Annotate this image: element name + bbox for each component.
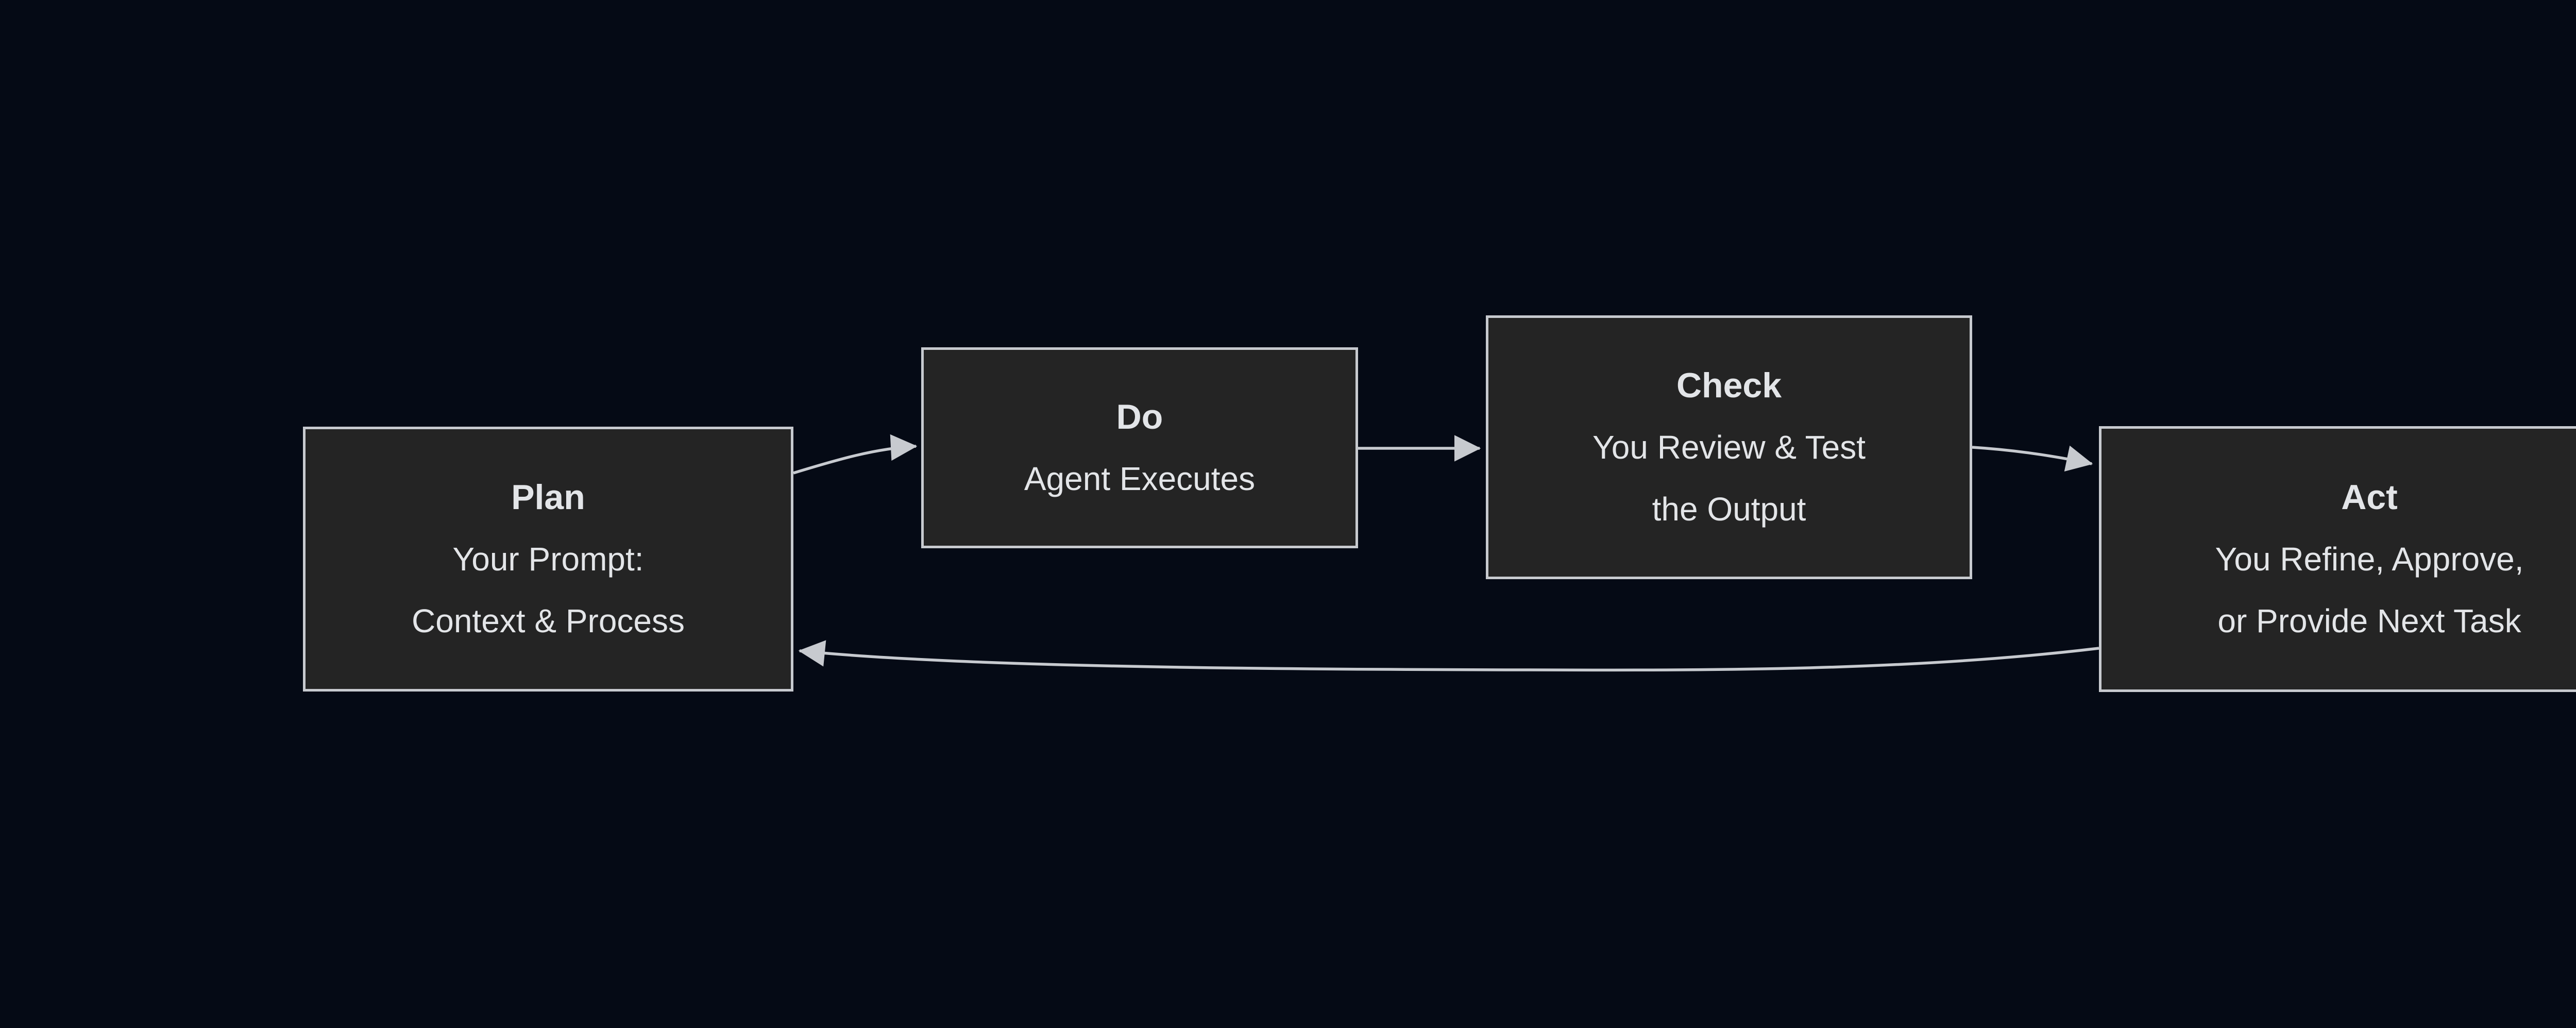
node-check-line: You Review & Test [1592, 429, 1866, 466]
connector-check-to-act [1972, 445, 2093, 472]
node-plan-line: Your Prompt: [452, 541, 644, 578]
node-check-title: Check [1676, 366, 1782, 405]
node-act-line: You Refine, Approve, [2215, 541, 2524, 578]
node-act: Act You Refine, Approve, or Provide Next… [2099, 426, 2576, 692]
connector-plan-to-do [793, 434, 918, 475]
connector-act-to-plan [798, 640, 2099, 672]
node-plan-line: Context & Process [412, 602, 685, 639]
node-act-line: or Provide Next Task [2217, 602, 2521, 639]
node-do-title: Do [1116, 397, 1163, 436]
node-plan-title: Plan [511, 478, 585, 517]
node-act-title: Act [2341, 478, 2398, 517]
node-do-line: Agent Executes [1024, 460, 1256, 497]
node-do: Do Agent Executes [921, 347, 1358, 548]
node-plan: Plan Your Prompt: Context & Process [303, 427, 793, 692]
node-check: Check You Review & Test the Output [1486, 315, 1972, 579]
node-check-line: the Output [1652, 491, 1806, 528]
